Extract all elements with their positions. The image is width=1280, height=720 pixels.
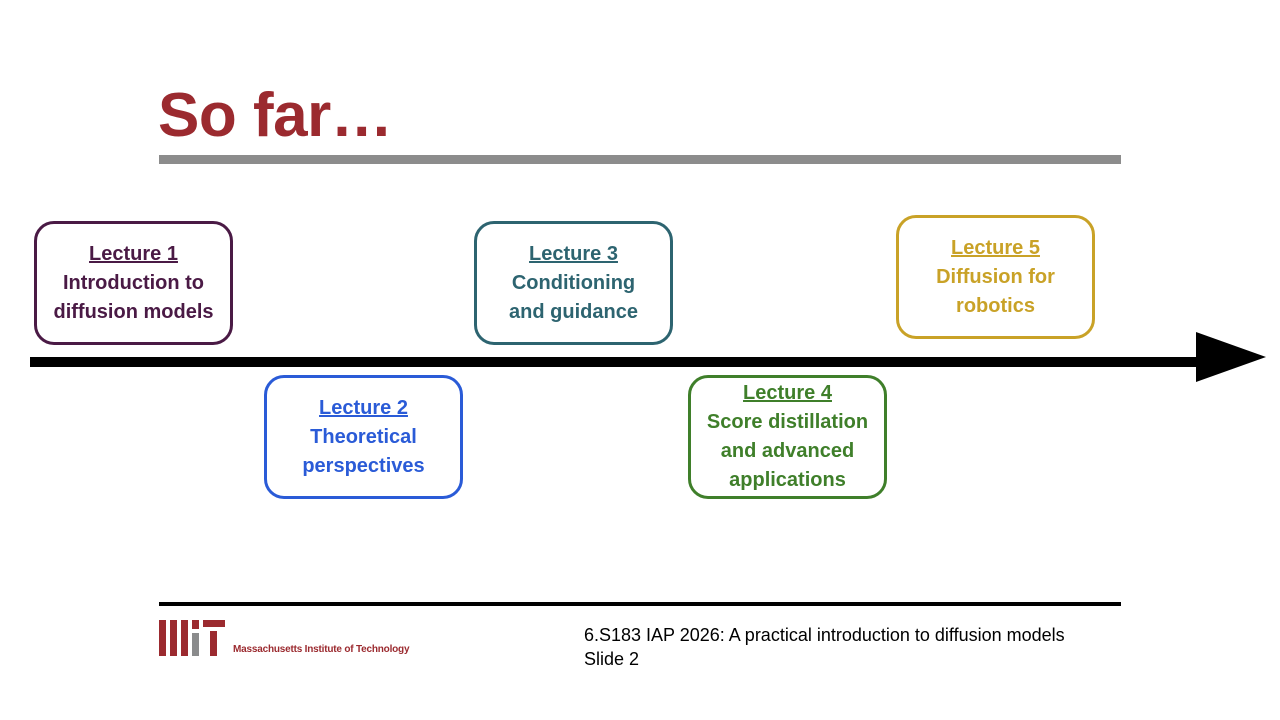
lecture-number: Lecture 5	[951, 236, 1040, 259]
lecture-title: Introduction to diffusion models	[53, 271, 214, 323]
lecture-title: Conditioning and guidance	[509, 271, 638, 323]
slide-title: So far…	[158, 81, 393, 150]
lecture-title: Score distillation and advanced applicat…	[706, 411, 869, 491]
lecture-number: Lecture 2	[319, 396, 408, 419]
lecture-2-card: Lecture 2 Theoretical perspectives	[264, 375, 463, 499]
lecture-3-card: Lecture 3 Conditioning and guidance	[474, 221, 673, 345]
lecture-number: Lecture 1	[89, 242, 178, 265]
course-title: 6.S183 IAP 2026: A practical introductio…	[584, 625, 1065, 645]
title-divider	[159, 155, 1121, 164]
timeline-line	[30, 357, 1205, 367]
mit-logo-icon	[159, 620, 225, 656]
lecture-5-card: Lecture 5 Diffusion for robotics	[896, 215, 1095, 339]
lecture-1-card: Lecture 1 Introduction to diffusion mode…	[34, 221, 233, 345]
footer-divider	[159, 602, 1121, 606]
institution-name: Massachusetts Institute of Technology	[233, 644, 410, 655]
lecture-title: Theoretical perspectives	[302, 425, 425, 477]
lecture-title: Diffusion for robotics	[936, 265, 1055, 317]
arrow-right-icon	[1196, 332, 1266, 382]
lecture-4-card: Lecture 4 Score distillation and advance…	[688, 375, 887, 499]
lecture-number: Lecture 4	[743, 382, 832, 404]
lecture-number: Lecture 3	[529, 242, 618, 265]
slide-number: Slide 2	[584, 649, 640, 669]
